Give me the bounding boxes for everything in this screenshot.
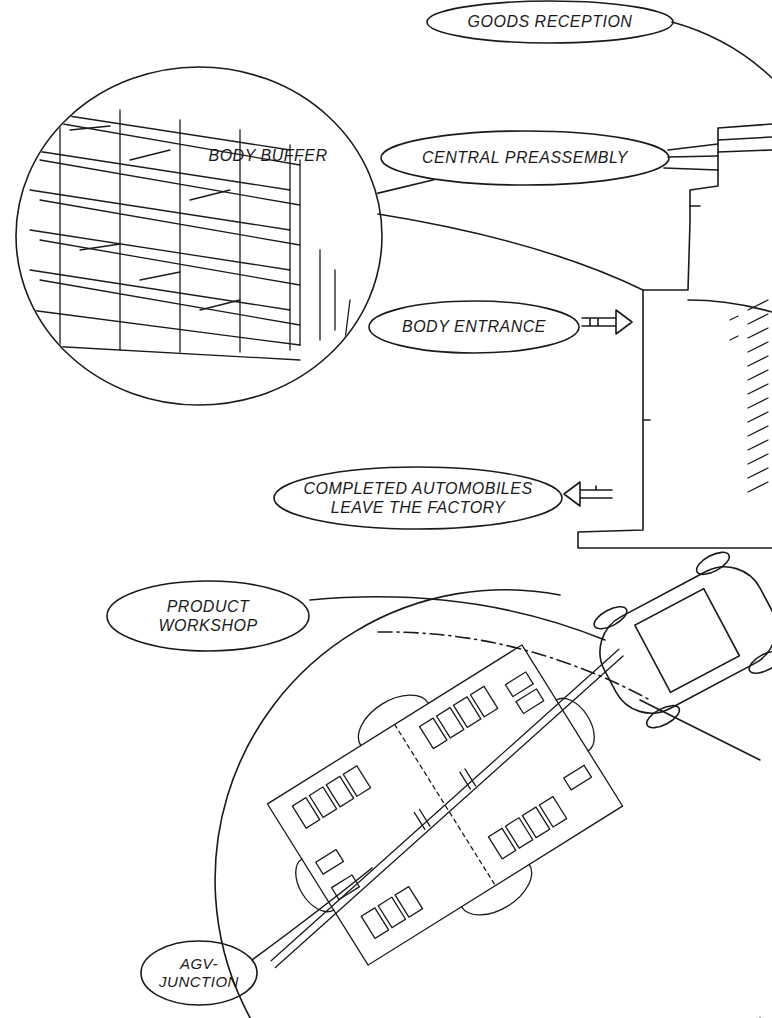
text-area: COMPLETED AUTOMOBILES LEAVE THE FACTORY bbox=[273, 466, 563, 530]
workshop-plan bbox=[187, 582, 703, 1018]
label-ellipse: GOODS RECEPTION bbox=[426, 0, 674, 44]
label-ellipse: BODY ENTRANCE bbox=[368, 300, 580, 354]
node-label: BODY ENTRANCE bbox=[402, 317, 546, 336]
workshop-circle bbox=[215, 590, 760, 1018]
path-line bbox=[378, 632, 650, 700]
connector-line bbox=[377, 180, 434, 194]
text-area: GOODS RECEPTION bbox=[426, 0, 674, 44]
car-sketch bbox=[580, 542, 772, 738]
ellipse-shape bbox=[427, 1, 673, 43]
ellipse-outline bbox=[15, 66, 383, 406]
node-label: AGV-JUNCTION bbox=[151, 955, 247, 991]
workshop-circle bbox=[640, 700, 760, 760]
entrance-arrow bbox=[582, 310, 632, 334]
leader-line bbox=[378, 214, 772, 312]
label-ellipse: COMPLETED AUTOMOBILES LEAVE THE FACTORY bbox=[273, 466, 563, 530]
node-label: CENTRAL PREASSEMBLY bbox=[422, 148, 628, 167]
ellipse-shape bbox=[141, 941, 257, 1005]
label-ellipse: AGV-JUNCTION bbox=[140, 940, 258, 1006]
label-ellipse: BODY BUFFER bbox=[15, 66, 383, 406]
node-label: GOODS RECEPTION bbox=[468, 12, 633, 31]
label-ellipse: PRODUCT WORKSHOP bbox=[106, 580, 310, 652]
ellipse-shape bbox=[381, 131, 669, 185]
exit-arrow bbox=[564, 482, 612, 506]
text-area: CENTRAL PREASSEMBLY bbox=[380, 130, 670, 186]
label-ellipse: CENTRAL PREASSEMBLY bbox=[380, 130, 670, 186]
node-label: BODY BUFFER bbox=[209, 146, 328, 165]
ellipse-shape bbox=[369, 301, 579, 353]
facade-hatching bbox=[730, 300, 768, 492]
ellipse-shape bbox=[274, 467, 562, 529]
text-area: AGV-JUNCTION bbox=[140, 940, 258, 1006]
building-outline bbox=[578, 124, 772, 548]
node-label: PRODUCT WORKSHOP bbox=[148, 597, 268, 635]
body-buffer-illustration bbox=[30, 100, 350, 360]
text-area: PRODUCT WORKSHOP bbox=[106, 580, 310, 652]
text-area: BODY ENTRANCE bbox=[368, 300, 580, 354]
ellipse-shape bbox=[16, 67, 382, 405]
leader-line bbox=[310, 597, 605, 640]
ellipse-outline bbox=[273, 466, 563, 530]
ellipse-outline bbox=[106, 580, 310, 652]
leader-line bbox=[664, 144, 718, 170]
ellipse-shape bbox=[107, 581, 309, 651]
node-label: COMPLETED AUTOMOBILES LEAVE THE FACTORY bbox=[298, 479, 538, 517]
text-area: BODY BUFFER bbox=[193, 136, 343, 176]
leader-line bbox=[672, 22, 772, 78]
leader-line bbox=[252, 868, 372, 960]
